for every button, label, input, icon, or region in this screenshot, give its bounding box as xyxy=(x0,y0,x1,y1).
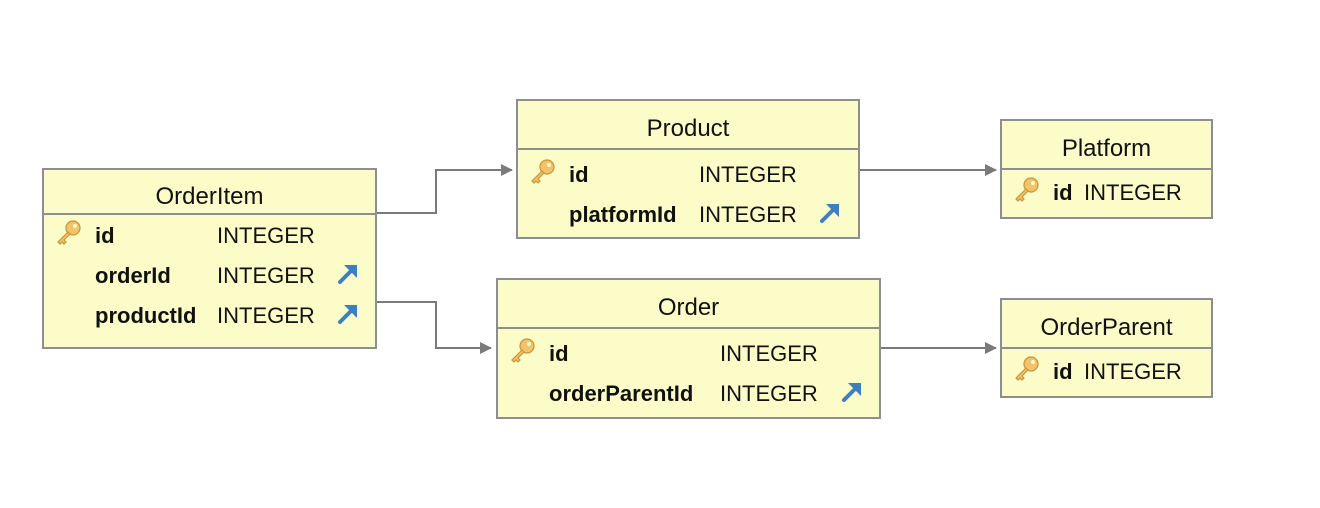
foreign-key-arrow-icon xyxy=(338,305,357,324)
column-row: orderParentId INTEGER xyxy=(498,377,879,407)
foreign-key-arrow-icon xyxy=(842,383,861,402)
entity-title: OrderItem xyxy=(44,170,375,215)
column-name: id xyxy=(549,341,569,366)
column-name: id xyxy=(569,162,589,187)
foreign-key-arrow-icon xyxy=(338,265,357,284)
column-type: INTEGER xyxy=(699,162,797,187)
entity-title: Order xyxy=(498,280,879,329)
column-row: id INTEGER xyxy=(1002,355,1211,385)
column-type: INTEGER xyxy=(1084,359,1182,384)
primary-key-icon xyxy=(57,220,81,245)
column-name: id xyxy=(1053,180,1073,205)
primary-key-icon xyxy=(531,159,555,184)
entity-product[interactable]: Product id INTEGER platformId INTEGER xyxy=(516,99,860,239)
column-type: INTEGER xyxy=(217,263,315,288)
foreign-key-arrow-icon xyxy=(820,204,839,223)
column-type: INTEGER xyxy=(1084,180,1182,205)
column-name: orderParentId xyxy=(549,381,694,406)
column-row: productId INTEGER xyxy=(44,299,375,329)
connector-orderitem-order xyxy=(377,301,492,354)
entity-order[interactable]: Order id INTEGER orderParentId INTEGER xyxy=(496,278,881,419)
column-name: platformId xyxy=(569,202,677,227)
entity-orderitem[interactable]: OrderItem id INTEGER orderId INTEGER xyxy=(42,168,377,349)
column-type: INTEGER xyxy=(699,202,797,227)
column-type: INTEGER xyxy=(720,341,818,366)
column-name: id xyxy=(95,223,115,248)
column-row: orderId INTEGER xyxy=(44,259,375,289)
column-type: INTEGER xyxy=(720,381,818,406)
column-name: productId xyxy=(95,303,197,328)
primary-key-icon xyxy=(1015,177,1039,202)
column-row: id INTEGER xyxy=(518,158,858,188)
entity-title: OrderParent xyxy=(1002,300,1211,349)
connector-orderitem-product xyxy=(377,164,513,214)
column-row: id INTEGER xyxy=(44,219,375,249)
column-row: platformId INTEGER xyxy=(518,198,858,228)
column-row: id INTEGER xyxy=(1002,176,1211,206)
primary-key-icon xyxy=(1015,356,1039,381)
column-type: INTEGER xyxy=(217,223,315,248)
column-type: INTEGER xyxy=(217,303,315,328)
column-name: id xyxy=(1053,359,1073,384)
entity-platform[interactable]: Platform id INTEGER xyxy=(1000,119,1213,219)
entity-title: Product xyxy=(518,101,858,150)
column-name: orderId xyxy=(95,263,171,288)
primary-key-icon xyxy=(511,338,535,363)
entity-orderparent[interactable]: OrderParent id INTEGER xyxy=(1000,298,1213,398)
entity-title: Platform xyxy=(1002,121,1211,170)
column-row: id INTEGER xyxy=(498,337,879,367)
